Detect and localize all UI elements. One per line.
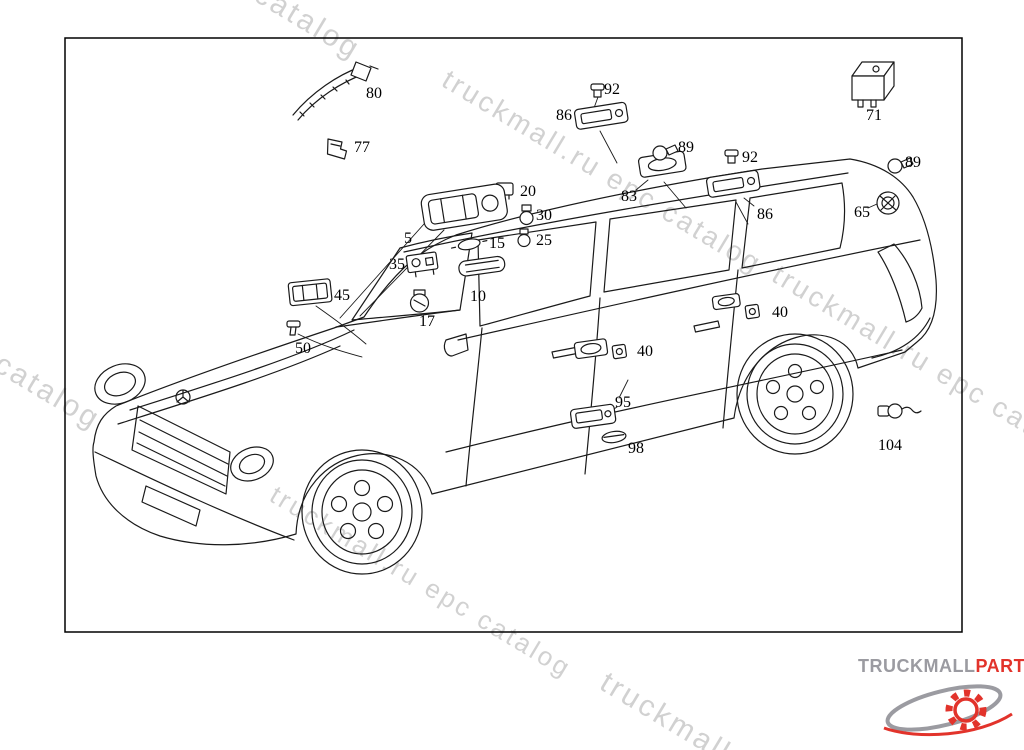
logo-text-parts: PARTS [975, 656, 1024, 676]
side-mirror [443, 333, 469, 357]
front-door-window [477, 221, 597, 327]
lower-crease [445, 349, 903, 453]
part-icon-92-rear [724, 149, 739, 164]
beltline [457, 239, 921, 341]
c-pillar-seam [722, 269, 739, 429]
part-icon-45 [287, 278, 333, 307]
part-icon-25 [517, 228, 531, 248]
part-icon-15 [450, 238, 488, 251]
part-icon-86-rear [705, 169, 761, 198]
watermark-text: truckmall.ru epc catalog [437, 64, 768, 280]
car-line-art [92, 158, 938, 575]
part-icon-92-front [590, 83, 605, 98]
leader-lines [297, 96, 878, 417]
front-door-seam [465, 327, 483, 487]
logo-gear-icon [883, 684, 1013, 737]
license-plate [141, 485, 201, 527]
part-icon-10 [458, 255, 506, 277]
watermark-text: truckmall.ru epc catalog [16, 0, 366, 66]
part-icon-40-front [573, 338, 628, 360]
part-icon-89-mid [652, 144, 679, 161]
headlight-right [230, 446, 274, 482]
watermark-text: truckmall.ru epc catalog [767, 259, 1024, 475]
part-icon-35 [405, 251, 439, 278]
hood-star-spokes [176, 389, 190, 403]
logo-text-truckmall: TRUCKMALL [858, 656, 976, 676]
b-pillar-seam [584, 297, 601, 475]
watermark-text: truckmall.ru epc catalog [0, 208, 107, 437]
part-icon-40-rear [711, 293, 761, 320]
part-icon-98 [601, 430, 627, 444]
truckmall-logo: TRUCKMALLPARTS [858, 656, 1024, 745]
cargo-window [741, 182, 846, 269]
part-icon-17 [409, 289, 430, 313]
part-icon-5-dome-lamp [420, 183, 508, 231]
headlight-left [94, 363, 146, 405]
rear-wheel [736, 333, 854, 455]
part-icon-86-front [573, 101, 629, 130]
logo-text: TRUCKMALLPARTS [858, 656, 1024, 677]
taillight [877, 243, 923, 323]
hood-crease-1 [129, 329, 355, 411]
diagram-frame [64, 37, 963, 633]
front-wheel [301, 449, 423, 575]
bumper-line [94, 451, 295, 541]
cowl-line [335, 309, 461, 328]
part-icon-104 [877, 403, 922, 419]
grille [131, 405, 231, 495]
part-icon-65 [876, 191, 900, 215]
rear-door-window [603, 199, 737, 293]
grille-slats [136, 419, 229, 487]
part-icon-30 [519, 204, 534, 226]
part-icon-89-right [887, 157, 914, 174]
rear-bumper-seam [871, 317, 931, 359]
rear-door-handle [693, 320, 721, 333]
part-icon-80 [292, 61, 379, 121]
part-icon-50 [286, 320, 301, 336]
part-icon-77 [326, 138, 348, 160]
car-body-outline [92, 158, 938, 546]
part-icon-95 [569, 403, 617, 429]
hood-crease-2 [117, 345, 341, 425]
roof-rail [403, 172, 849, 253]
part-icon-71-relay [851, 61, 895, 108]
part-icons [286, 61, 922, 444]
